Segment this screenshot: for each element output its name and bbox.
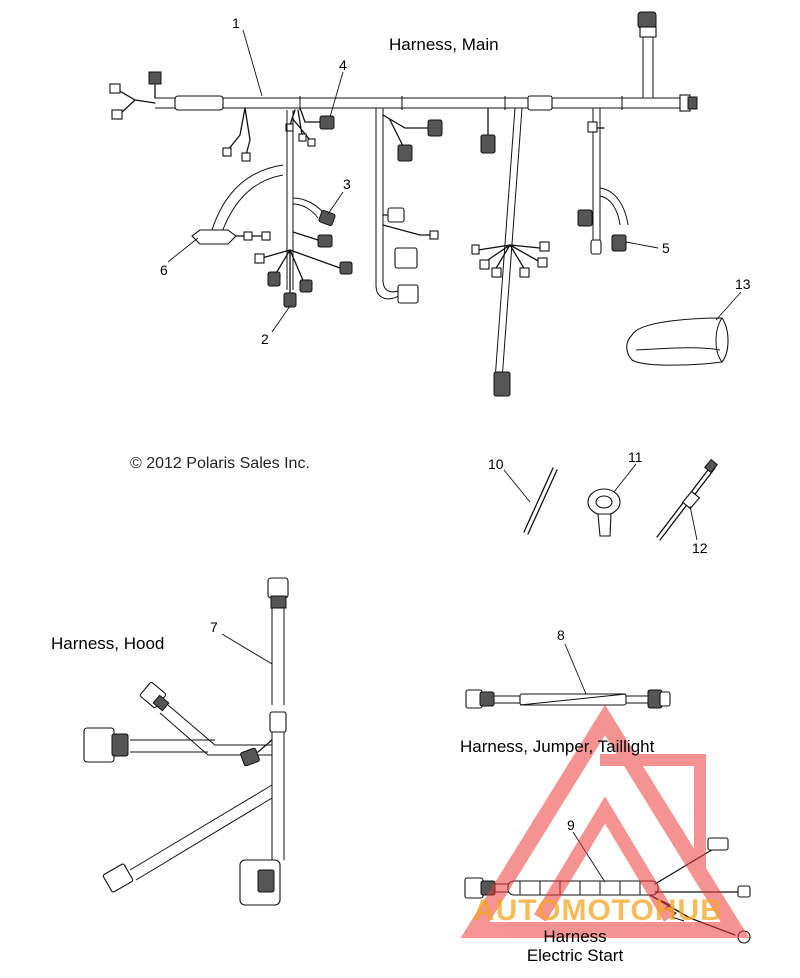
- watermark-brand: AUTOMOTOHUB: [473, 894, 723, 927]
- main-harness: [109, 11, 698, 397]
- electric-start-title-line2: Electric Start: [526, 946, 624, 965]
- callout-12: 12: [692, 540, 708, 556]
- callout-11: 11: [628, 449, 643, 465]
- electric-start-title: Harness Electric Start: [510, 927, 640, 965]
- conduit-part: [626, 317, 729, 366]
- callout-2: 2: [261, 331, 269, 347]
- watermark-logo: [460, 704, 750, 938]
- electric-start-title-line1: Harness: [543, 927, 607, 946]
- taillight-harness: [465, 689, 671, 709]
- push-tie-part: [656, 458, 718, 541]
- callout-9: 9: [567, 817, 575, 833]
- callout-4: 4: [339, 57, 347, 73]
- taillight-harness-title: Harness, Jumper, Taillight: [460, 737, 655, 756]
- callout-13: 13: [735, 276, 751, 292]
- leader-lines: [167, 29, 742, 883]
- callout-1: 1: [232, 15, 240, 31]
- hood-harness: [83, 577, 289, 906]
- hood-harness-title: Harness, Hood: [51, 634, 165, 653]
- callout-8: 8: [557, 627, 565, 643]
- cable-tie-part: [523, 467, 558, 535]
- callout-5: 5: [662, 240, 670, 256]
- callout-3: 3: [343, 176, 351, 192]
- callout-10: 10: [488, 456, 504, 472]
- main-harness-title: Harness, Main: [389, 35, 499, 54]
- clip-part: [587, 488, 621, 537]
- copyright-notice: © 2012 Polaris Sales Inc.: [130, 455, 310, 472]
- callout-6: 6: [160, 262, 168, 278]
- callout-7: 7: [210, 619, 218, 635]
